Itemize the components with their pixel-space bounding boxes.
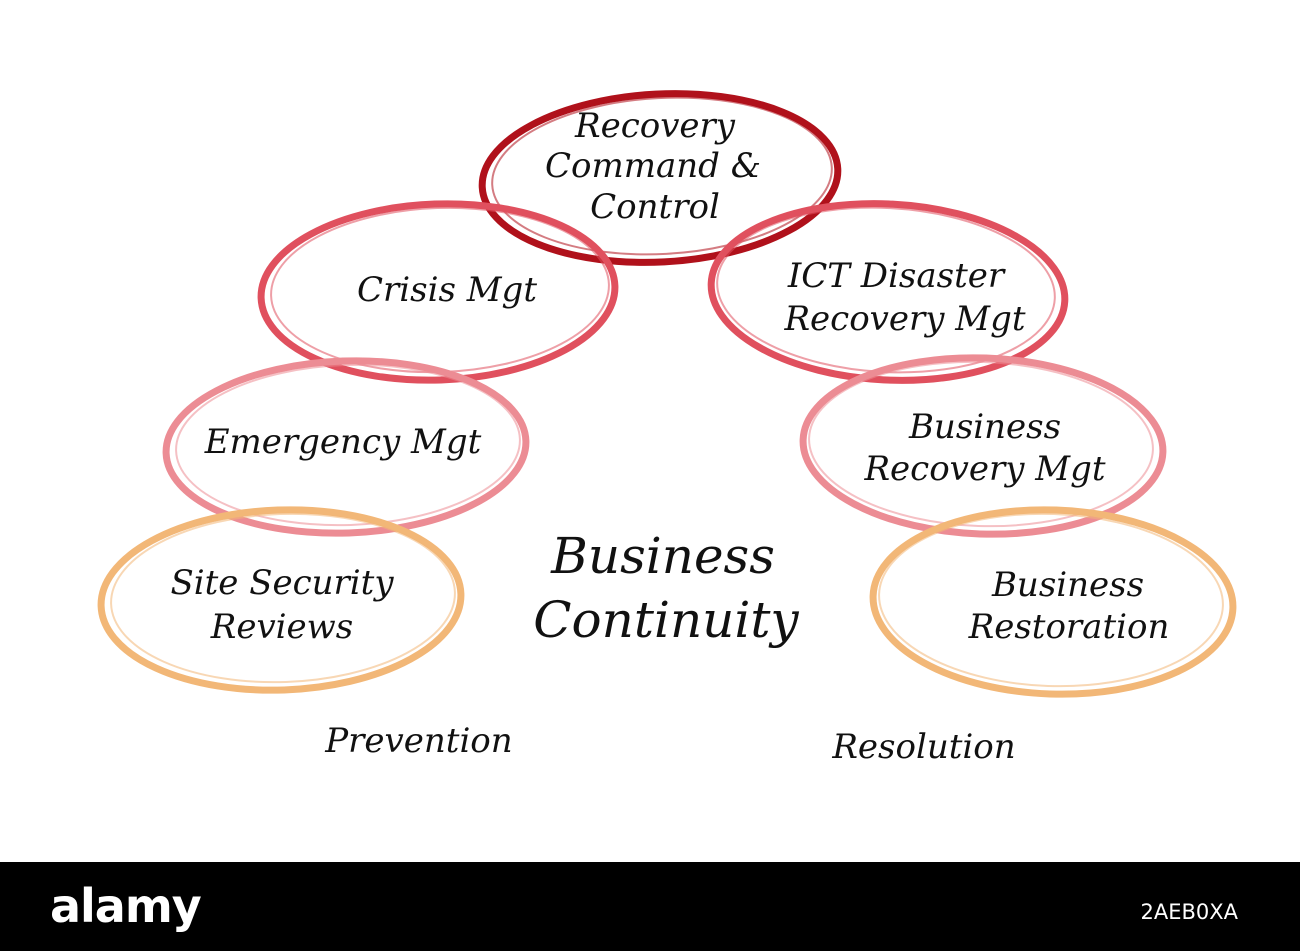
center-title-line-2: Continuity bbox=[533, 591, 799, 649]
node-emergency-mgt-line-1: Emergency Mgt bbox=[204, 422, 482, 462]
node-business-recovery-ring bbox=[799, 354, 1167, 538]
node-business-recovery-ring-inner bbox=[808, 360, 1154, 528]
node-emergency-mgt: Emergency Mgt bbox=[162, 357, 530, 537]
node-recovery-command: Recovery Command & Control bbox=[478, 90, 842, 266]
node-crisis-mgt-line-1: Crisis Mgt bbox=[357, 270, 537, 310]
node-ict-disaster-line-2: Recovery Mgt bbox=[783, 299, 1025, 339]
node-site-security-line-2: Reviews bbox=[210, 607, 353, 647]
node-crisis-mgt: Crisis Mgt bbox=[257, 200, 619, 384]
node-recovery-command-line-3: Control bbox=[590, 187, 720, 227]
node-site-security: Site Security Reviews bbox=[97, 506, 465, 694]
node-recovery-command-ring bbox=[478, 90, 842, 266]
node-business-restoration-ring bbox=[869, 506, 1237, 698]
watermark-bar: alamy 2AEB0XA bbox=[0, 862, 1300, 951]
node-emergency-mgt-ring-inner bbox=[175, 363, 521, 527]
node-business-restoration-line-1: Business bbox=[991, 565, 1144, 605]
node-crisis-mgt-ring bbox=[257, 200, 619, 384]
node-business-restoration-ring-inner bbox=[878, 512, 1224, 688]
watermark-image-id: 2AEB0XA bbox=[1140, 900, 1238, 924]
node-site-security-ring bbox=[97, 506, 465, 694]
node-recovery-command-line-1: Recovery bbox=[574, 106, 736, 146]
watermark-logo: alamy bbox=[50, 879, 202, 933]
node-business-recovery: Business Recovery Mgt bbox=[799, 354, 1167, 538]
center-title: Business Continuity bbox=[533, 527, 799, 649]
node-recovery-command-line-2: Command & bbox=[545, 146, 761, 186]
node-recovery-command-ring-inner bbox=[491, 96, 833, 256]
node-business-restoration-line-2: Restoration bbox=[968, 607, 1170, 647]
node-site-security-ring-inner bbox=[110, 512, 456, 684]
node-business-recovery-line-1: Business bbox=[908, 407, 1061, 447]
phase-label-prevention: Prevention bbox=[324, 721, 512, 761]
node-ict-disaster: ICT Disaster Recovery Mgt bbox=[707, 200, 1069, 384]
node-business-recovery-line-2: Recovery Mgt bbox=[863, 449, 1105, 489]
node-ict-disaster-line-1: ICT Disaster bbox=[787, 256, 1006, 296]
node-site-security-line-1: Site Security bbox=[170, 563, 394, 603]
center-title-line-1: Business bbox=[550, 527, 775, 585]
node-emergency-mgt-ring bbox=[162, 357, 530, 537]
node-ict-disaster-ring bbox=[707, 200, 1069, 384]
phase-label-resolution: Resolution bbox=[831, 727, 1015, 767]
business-continuity-diagram: Recovery Command & Control Crisis Mgt IC… bbox=[97, 90, 1237, 767]
node-business-restoration: Business Restoration bbox=[869, 506, 1237, 698]
